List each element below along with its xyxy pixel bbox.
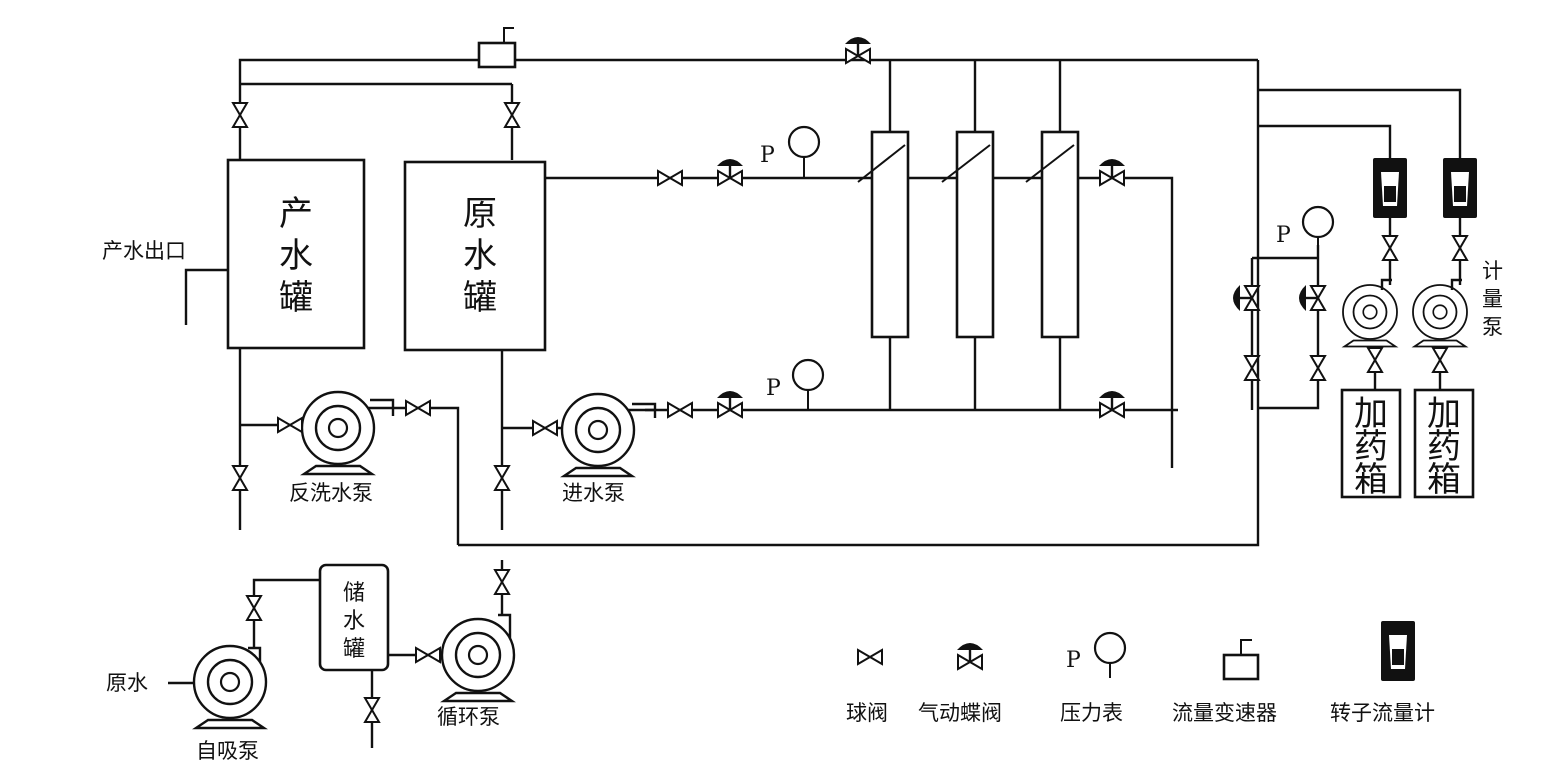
backwash-pump [300,390,395,476]
pressure-gauge-3-letter: P [1276,223,1291,248]
dosing-tank-1-label-2: 药 [1354,427,1388,467]
legend: 球阀 气动蝶阀 P 压力表 流量变速器 转子流量计 [846,621,1435,725]
raw-water-label: 原水 [106,671,148,695]
storage-tank: 储 水 罐 [318,563,390,672]
dosing-tank-2-label-3: 箱 [1427,460,1461,500]
raw-tank-label-3: 罐 [463,278,497,318]
legend-rotameter-label: 转子流量计 [1330,701,1435,725]
legend-pressure-gauge-label: 压力表 [1060,701,1123,725]
flow-transmitter [477,27,517,69]
raw-tank-label-1: 原 [463,194,497,234]
raw-water-tank: 原 水 罐 [403,160,547,352]
storage-tank-label-1: 储 [343,581,365,606]
product-tank-label-1: 产 [279,194,313,234]
raw-tank-label-2: 水 [463,236,497,276]
product-outlet-label: 产水出口 [102,239,186,263]
legend-butterfly-valve-label: 气动蝶阀 [918,701,1002,725]
legend-pressure-letter: P [1066,648,1081,673]
metering-pump-1 [1342,278,1398,348]
storage-tank-label-3: 罐 [343,637,365,662]
circulation-pump-label: 循环泵 [437,705,500,729]
metering-pump-label-3: 泵 [1482,315,1503,339]
dosing-tank-1-label-3: 箱 [1354,460,1388,500]
legend-flow-transmitter-label: 流量变速器 [1172,701,1277,725]
pressure-gauges: P P P [760,125,1335,410]
pressure-gauge-2-letter: P [766,376,781,401]
legend-ball-valve-label: 球阀 [846,701,888,725]
backwash-pump-label: 反洗水泵 [289,481,373,505]
dosing-tank-2-label-1: 加 [1427,394,1461,434]
product-water-tank: 产 水 罐 [226,158,366,350]
product-tank-label-3: 罐 [279,278,313,318]
metering-pump-label-2: 量 [1482,287,1503,311]
feed-pump-label: 进水泵 [562,481,625,505]
pressure-gauge-1-letter: P [760,143,775,168]
self-priming-pump [192,644,268,730]
metering-pump-label-1: 计 [1482,259,1503,283]
self-priming-pump-label: 自吸泵 [196,739,259,763]
circulation-pump [440,613,516,703]
membrane-modules [857,130,1080,339]
dosing-tank-2-label-2: 药 [1427,427,1461,467]
product-tank-label-2: 水 [279,236,313,276]
dosing-tank-1-label-1: 加 [1354,394,1388,434]
storage-tank-label-2: 水 [343,609,365,634]
dosing-tank-2: 加 药 箱 [1413,388,1475,500]
metering-pump-2 [1412,278,1468,348]
dosing-tank-1: 加 药 箱 [1340,388,1402,500]
rotameters [1373,158,1477,218]
feed-pump [560,392,657,478]
